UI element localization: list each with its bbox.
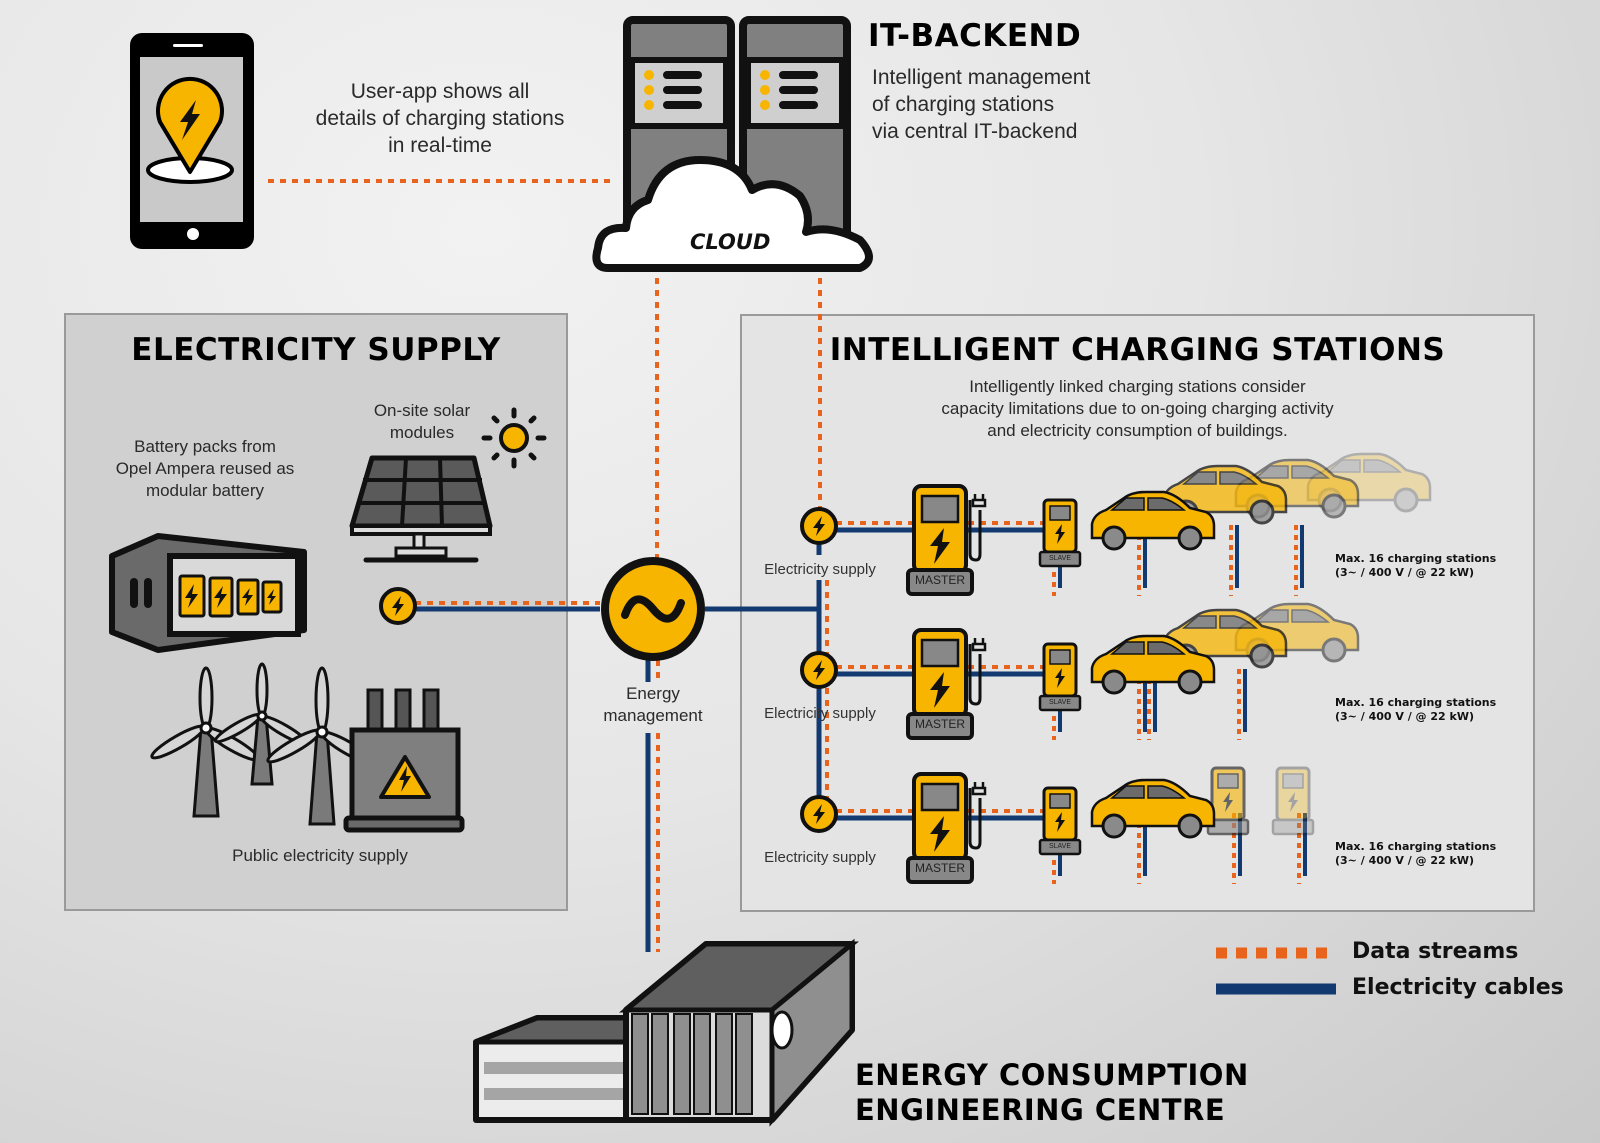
text-line: Intelligently linked charging stations c…: [969, 377, 1306, 396]
battery-container-icon: [109, 533, 307, 653]
text-line: via central IT-backend: [872, 120, 1078, 143]
supply-bolt-icon: [800, 651, 838, 689]
text-line: of charging stations: [872, 93, 1055, 116]
server-cloud-icon: [592, 16, 873, 272]
text-line: details of charging stations: [315, 107, 565, 130]
it-backend-title: IT-BACKEND: [868, 18, 1082, 54]
engineering-centre-title: ENERGY CONSUMPTION ENGINEERING CENTRE: [855, 1058, 1249, 1128]
capacity-label-line: Max. 16 charging stations: [1335, 840, 1497, 853]
electricity-supply-title: ELECTRICITY SUPPLY: [131, 332, 501, 368]
wind-turbine-icon: [150, 662, 376, 826]
text-line: On-site solar: [373, 401, 471, 420]
supply-bolt-icon: [379, 587, 417, 625]
charging-row: [800, 452, 1480, 598]
energy-management-node: [601, 557, 705, 661]
charging-station-icon: [1271, 766, 1315, 836]
public-supply-label: Public electricity supply: [232, 846, 408, 865]
solar-label: On-site solar modules: [352, 400, 492, 444]
it-backend-description: Intelligent management of charging stati…: [872, 64, 1090, 145]
solar-panel-icon: [349, 455, 493, 563]
slave-label: SLAVE: [1048, 843, 1072, 850]
smartphone-charging-pin-icon: [130, 33, 254, 249]
brand-logo-icon: [770, 1010, 794, 1050]
text-line: ENERGY CONSUMPTION: [855, 1058, 1249, 1092]
text-line: Energy: [626, 684, 680, 703]
capacity-label-line: (3~ / 400 V / @ 22 kW): [1335, 710, 1474, 723]
transformer-icon: [343, 688, 465, 833]
electricity-supply-label: Electricity supply: [764, 561, 876, 578]
capacity-label-line: Max. 16 charging stations: [1335, 552, 1497, 565]
capacity-label-line: (3~ / 400 V / @ 22 kW): [1335, 566, 1474, 579]
text-line: Opel Ampera reused as: [115, 459, 295, 478]
master-label: MASTER: [914, 717, 965, 731]
supply-bolt-icon: [800, 507, 838, 545]
text-line: in real-time: [388, 134, 492, 157]
battery-label: Battery packs from Opel Ampera reused as…: [95, 436, 315, 502]
text-line: Intelligent management: [872, 66, 1091, 89]
capacity-label-line: Max. 16 charging stations: [1335, 696, 1497, 709]
charging-row: [800, 602, 1480, 742]
master-label: MASTER: [914, 861, 965, 875]
cloud-label: CLOUD: [690, 230, 771, 254]
electricity-supply-label: Electricity supply: [764, 849, 876, 866]
energy-management-label: Energy management: [583, 683, 723, 727]
text-line: and electricity consumption of buildings…: [987, 421, 1288, 440]
text-line: management: [603, 706, 703, 725]
text-line: Battery packs from: [134, 437, 276, 456]
ac-sine-wave-icon: [621, 595, 685, 623]
electricity-supply-label: Electricity supply: [764, 705, 876, 722]
sun-icon: [481, 407, 547, 469]
text-line: ENGINEERING CENTRE: [855, 1093, 1226, 1127]
charging-rows: [800, 452, 1480, 886]
master-label: MASTER: [914, 573, 965, 587]
text-line: modules: [389, 423, 455, 442]
charging-row: [800, 766, 1480, 886]
user-app-description: User-app shows all details of charging s…: [300, 78, 580, 159]
text-line: modular battery: [145, 481, 265, 500]
legend-electricity-cables-label: Electricity cables: [1352, 975, 1564, 1000]
charging-stations-title: INTELLIGENT CHARGING STATIONS: [829, 332, 1446, 368]
text-line: capacity limitations due to on-going cha…: [941, 399, 1334, 418]
supply-bolt-icon: [800, 795, 838, 833]
office-building-icon: [473, 938, 859, 1127]
charging-stations-description: Intelligently linked charging stations c…: [741, 376, 1534, 442]
capacity-label-line: (3~ / 400 V / @ 22 kW): [1335, 854, 1474, 867]
text-line: User-app shows all: [350, 80, 530, 103]
slave-label: SLAVE: [1048, 699, 1072, 706]
slave-label: SLAVE: [1048, 555, 1072, 562]
legend-data-streams-label: Data streams: [1352, 939, 1519, 964]
